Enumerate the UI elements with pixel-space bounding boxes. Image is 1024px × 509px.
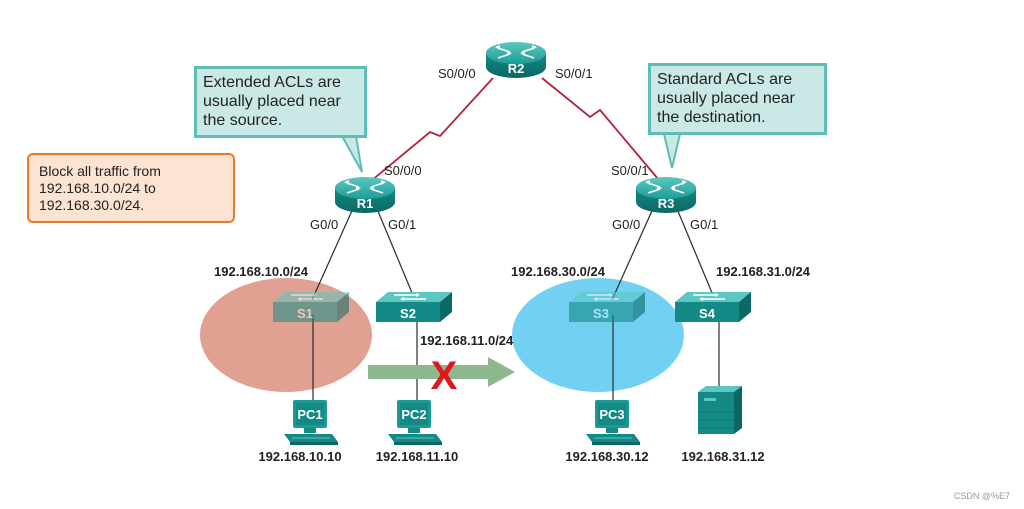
switch-s1-label: S1 xyxy=(297,306,313,321)
network-31-label: 192.168.31.0/24 xyxy=(716,264,811,279)
serial-link-r2-r3 xyxy=(541,77,665,187)
blocked-traffic-icon: X xyxy=(431,354,458,398)
r1-g00-interface-label: G0/0 xyxy=(310,217,338,232)
extended-acl-callout: Extended ACLs are usually placed near th… xyxy=(194,66,367,138)
standard-acl-callout: Standard ACLs are usually placed near th… xyxy=(648,63,827,135)
r2-right-interface-label: S0/0/1 xyxy=(555,66,593,81)
extended-callout-line-2: usually placed near xyxy=(203,93,341,110)
network-30-label: 192.168.30.0/24 xyxy=(511,264,606,279)
pc3-ip-label: 192.168.30.12 xyxy=(565,449,648,464)
pc-pc3: PC3 xyxy=(585,399,641,446)
switch-s3: S3 xyxy=(568,291,646,323)
switch-s1: S1 xyxy=(272,291,350,323)
router-r2-label: R2 xyxy=(508,61,525,76)
pc-pc1-label: PC1 xyxy=(297,407,322,422)
extended-callout-line-3: the source. xyxy=(203,112,283,129)
traffic-arrow xyxy=(368,357,515,387)
network-11-label: 192.168.11.0/24 xyxy=(420,333,514,348)
standard-callout-line-2: usually placed near xyxy=(657,90,795,107)
extended-callout-pointer xyxy=(340,135,363,173)
standard-callout-line-3: the destination. xyxy=(657,109,766,126)
pc-pc2-label: PC2 xyxy=(401,407,426,422)
switch-s2-label: S2 xyxy=(400,306,416,321)
router-r2: R2 xyxy=(485,41,547,79)
r3-g00-interface-label: G0/0 xyxy=(612,217,640,232)
block-note-line-1: Block all traffic from xyxy=(39,163,161,179)
pc1-ip-label: 192.168.10.10 xyxy=(258,449,341,464)
pc-pc2: PC2 xyxy=(387,399,443,446)
block-note-line-3: 192.168.30.0/24. xyxy=(39,197,145,213)
switch-s4: S4 xyxy=(674,291,752,323)
pc-pc3-label: PC3 xyxy=(599,407,624,422)
block-note-line-2: 192.168.10.0/24 to xyxy=(39,180,156,196)
standard-callout-line-1: Standard ACLs are xyxy=(657,71,793,88)
serial-link-r1-r2 xyxy=(364,77,494,187)
switch-s4-label: S4 xyxy=(699,306,716,321)
r3-g01-interface-label: G0/1 xyxy=(690,217,718,232)
server-icon xyxy=(698,386,742,434)
pc-pc1: PC1 xyxy=(283,399,339,446)
router-r3-label: R3 xyxy=(658,196,675,211)
r3-serial-interface-label: S0/0/1 xyxy=(611,163,649,178)
network-10-label: 192.168.10.0/24 xyxy=(214,264,309,279)
extended-callout-line-1: Extended ACLs are xyxy=(203,74,341,91)
watermark: CSDN @%E7 xyxy=(953,491,1010,501)
router-r1-label: R1 xyxy=(357,196,374,211)
switch-s2: S2 xyxy=(375,291,453,323)
standard-callout-pointer xyxy=(662,133,682,169)
ethernet-links xyxy=(311,203,720,405)
r1-g01-interface-label: G0/1 xyxy=(388,217,416,232)
server-ip-label: 192.168.31.12 xyxy=(681,449,764,464)
pc2-ip-label: 192.168.11.10 xyxy=(376,449,458,464)
r1-serial-interface-label: S0/0/0 xyxy=(384,163,422,178)
switch-s3-label: S3 xyxy=(593,306,609,321)
r2-left-interface-label: S0/0/0 xyxy=(438,66,476,81)
server xyxy=(698,386,742,434)
block-traffic-note: Block all traffic from 192.168.10.0/24 t… xyxy=(27,153,235,223)
router-r1: R1 xyxy=(334,176,396,214)
router-r3: R3 xyxy=(635,176,697,214)
